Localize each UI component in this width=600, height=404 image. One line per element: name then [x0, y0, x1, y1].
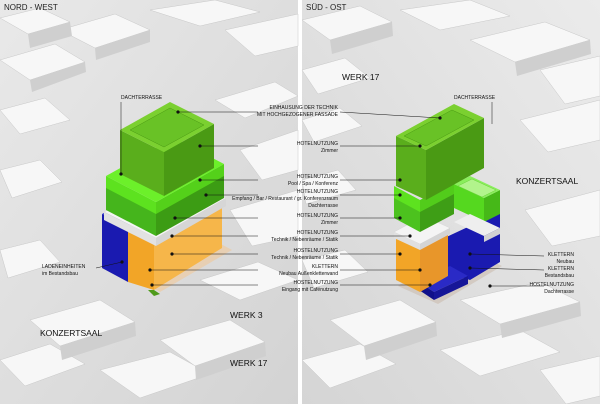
- hostel-block-so-front: [396, 236, 420, 292]
- context-shadows-right: [330, 22, 591, 360]
- label-dachterrasse-left: DACHTERRASSE: [121, 95, 163, 101]
- label-hotel5-title: HOTELNUTZUNG: [297, 230, 338, 236]
- label-klettern2-sub: Neubau: [556, 259, 574, 265]
- leader-lines: [95, 102, 545, 287]
- hotel-annex-so-side: [484, 190, 500, 222]
- hostel-block-nw-front: [128, 232, 154, 290]
- label-hotel3-sub1: Empfang / Bar / Restaurant / gr. Konfere…: [232, 196, 338, 202]
- label-dachterrasse-right: DACHTERRASSE: [454, 95, 496, 101]
- label-hostel1-title: HOSTELNUTZUNG: [294, 248, 339, 254]
- hotel-tower-so-front: [396, 136, 426, 200]
- hotel-tower-nw-side: [164, 124, 214, 196]
- label-hotel4-title: HOTELNUTZUNG: [297, 213, 338, 219]
- label-hotel2-title: HOTELNUTZUNG: [297, 174, 338, 180]
- building-sued-ost: [393, 104, 502, 304]
- site-label-konzertsaal-right: KONZERTSAAL: [516, 176, 578, 186]
- label-hostel3-sub: Dachterrasse: [544, 289, 574, 295]
- hostel-block-nw-side: [154, 206, 222, 290]
- label-hotel1-sub: Zimmer: [321, 148, 338, 154]
- context-shadows-left: [28, 22, 266, 380]
- panel-title-nord-west: NORD - WEST: [4, 3, 58, 12]
- label-hotel4-sub: Zimmer: [321, 220, 338, 226]
- hotel-band-nw-front: [106, 176, 156, 214]
- context-buildings-left: [0, 0, 299, 399]
- label-laden-sub: im Bestandsbau: [42, 271, 78, 277]
- label-hotel1-title: HOTELNUTZUNG: [297, 141, 338, 147]
- label-hotel5-sub: Technik / Nebenräume / Statik: [271, 237, 338, 243]
- right-annotations: KLETTERN Neubau KLETTERN Bestandsbau HOS…: [530, 252, 575, 295]
- dachterrasse-nw: [129, 107, 205, 148]
- label-einhausung-1: EINHAUSUNG DER TECHNIK: [269, 105, 338, 111]
- label-klettern1-sub: Neubau Außenkletterwand: [279, 271, 338, 277]
- hotel-lower-nw-side: [156, 174, 224, 236]
- hotel-lower-so-front: [394, 196, 420, 232]
- hotel-tower-so-side: [426, 118, 484, 200]
- site-label-werk17-top: WERK 17: [342, 72, 380, 82]
- panel-title-sued-ost: SÜD - OST: [306, 3, 347, 12]
- site-label-werk17-bottom: WERK 17: [230, 358, 268, 368]
- label-hostel1-sub: Technik / Nebenräume / Statik: [271, 255, 338, 261]
- label-hostel3-title: HOSTELNUTZUNG: [530, 282, 575, 288]
- label-laden-title: LADENEINHEITEN: [42, 264, 86, 270]
- panel-divider: [298, 0, 302, 404]
- label-hotel2-sub: Pool / Spa / Konferenz: [288, 181, 339, 187]
- hotel-lower-so-side: [420, 192, 454, 232]
- label-einhausung-2: MIT HOCHGEZOGENER FASSADE: [257, 112, 339, 118]
- label-hotel3-sub2: Dachterrasse: [308, 203, 338, 209]
- label-klettern2-title: KLETTERN: [548, 252, 575, 258]
- label-klettern1-title: KLETTERN: [312, 264, 339, 270]
- hostel-block-so-side: [420, 232, 448, 292]
- label-klettern3-sub: Bestandsbau: [545, 273, 574, 279]
- leader-dots: [119, 110, 492, 288]
- hotel-band-nw-side: [156, 164, 224, 214]
- site-label-konzertsaal-left: KONZERTSAAL: [40, 328, 102, 338]
- label-hostel2-title: HOSTELNUTZUNG: [294, 280, 339, 286]
- label-hotel3-title: HOTELNUTZUNG: [297, 189, 338, 195]
- site-label-werk3: WERK 3: [230, 310, 263, 320]
- hotel-annex-so-front: [454, 184, 484, 222]
- dachterrasse-so: [403, 109, 475, 147]
- label-hostel2-sub: Eingang mit Cafénutzung: [282, 287, 338, 293]
- center-annotations: EINHAUSUNG DER TECHNIK MIT HOCHGEZOGENER…: [232, 105, 339, 293]
- label-klettern3-title: KLETTERN: [548, 266, 575, 272]
- hotel-lower-nw-front: [106, 186, 156, 236]
